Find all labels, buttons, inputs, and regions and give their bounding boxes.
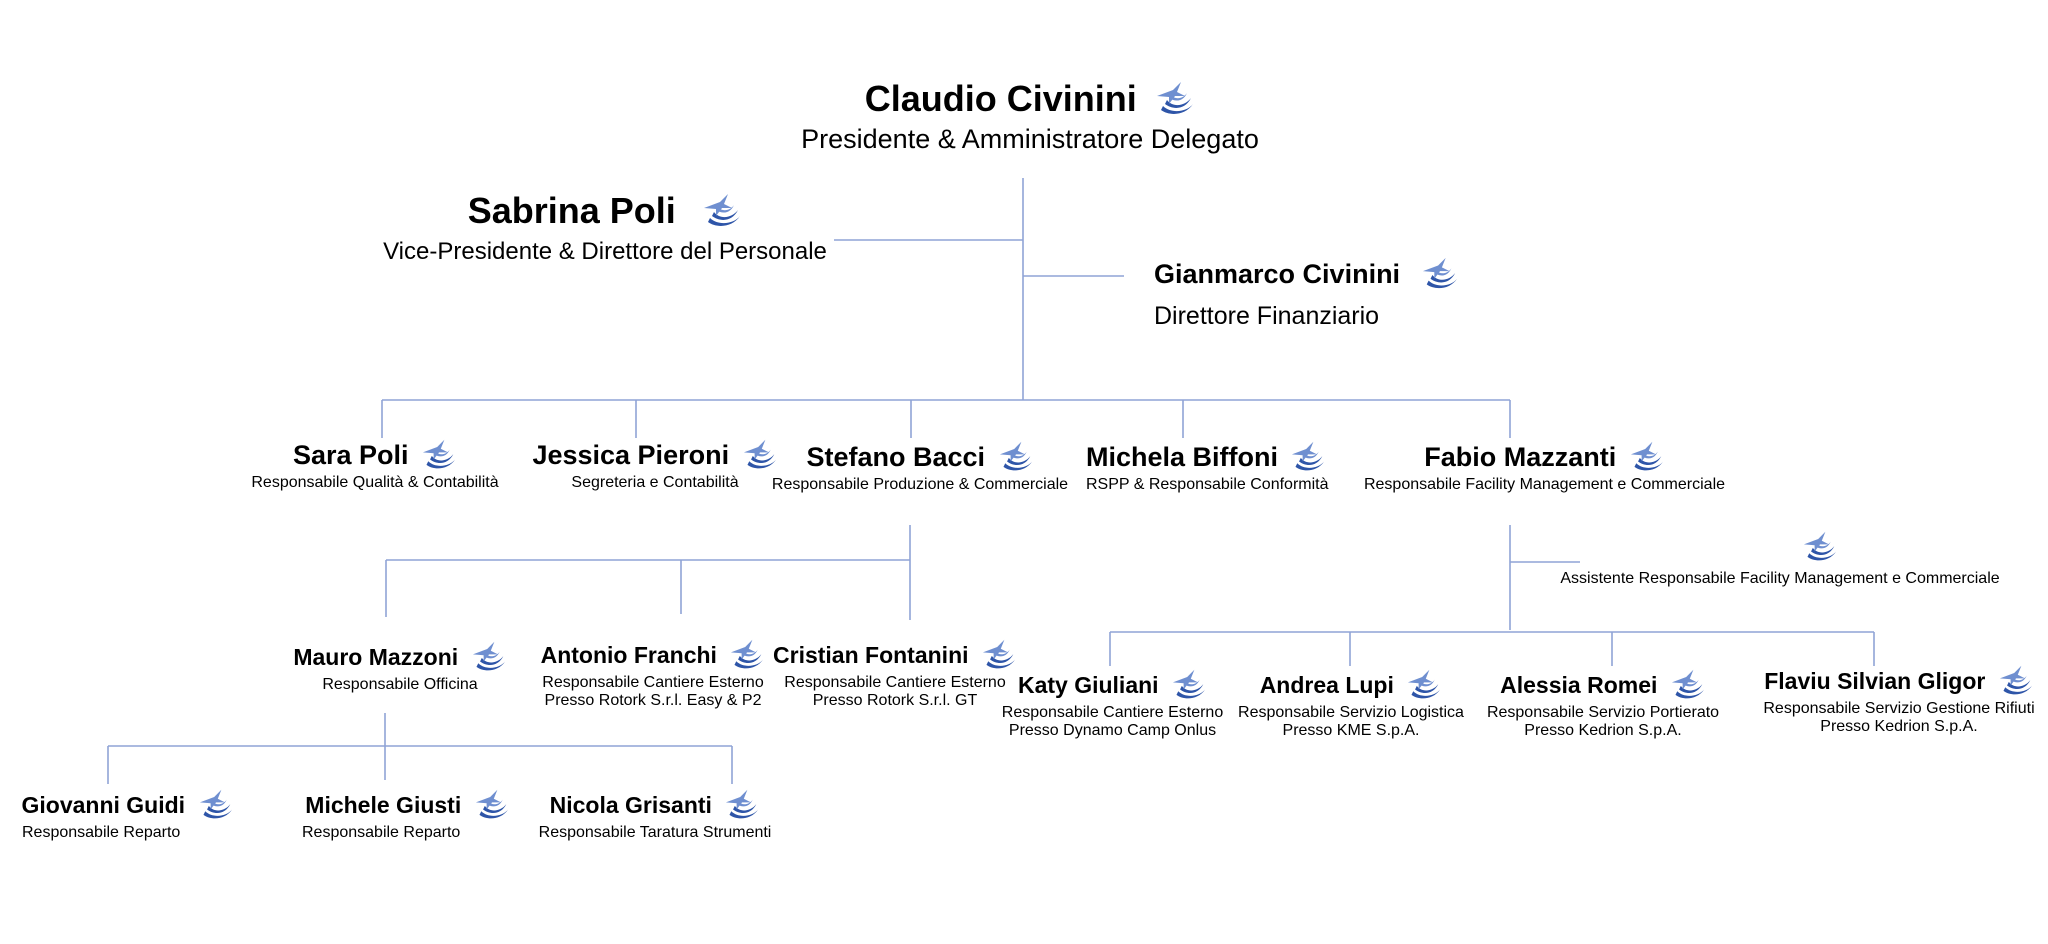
node-manager: Fabio Mazzanti Responsabile Facility Man… — [1362, 440, 1727, 494]
person-name: Antonio Franchi — [540, 641, 717, 668]
company-logo-icon — [471, 640, 507, 674]
node-workshop-member: Giovanni Guidi Responsabile Reparto — [10, 788, 245, 842]
company-logo-icon — [724, 788, 760, 822]
person-role: Direttore Finanziario — [1154, 302, 1380, 330]
person-name: Giovanni Guidi — [21, 791, 186, 818]
person-role: Presidente & Amministratore Delegato — [801, 124, 1259, 154]
person-role: Responsabile Reparto — [22, 824, 181, 841]
node-facility-member: Alessia Romei Responsabile Servizio Port… — [1478, 668, 1728, 740]
person-role-detail: Presso Dynamo Camp Onlus — [1008, 722, 1217, 739]
node-vp: Sabrina Poli Vice-Presidente & Direttore… — [370, 190, 840, 266]
company-logo-icon — [1998, 664, 2034, 698]
person-name: Jessica Pieroni — [532, 439, 730, 470]
person-role: Responsabile Servizio Portierato — [1486, 704, 1720, 721]
company-logo-icon — [474, 788, 510, 822]
company-logo-icon — [998, 440, 1034, 474]
node-production-member: Mauro Mazzoni Responsabile Officina — [270, 640, 530, 694]
person-name: Gianmarco Civinini — [1154, 258, 1401, 289]
node-manager: Sara Poli Responsabile Qualità & Contabi… — [240, 438, 510, 492]
person-role: Responsabile Officina — [322, 676, 478, 693]
person-role: Responsabile Produzione & Commerciale — [771, 476, 1069, 493]
person-role: Responsabile Servizio Logistica — [1238, 704, 1464, 721]
company-logo-icon — [1406, 668, 1442, 702]
company-logo-icon — [198, 788, 234, 822]
person-role: Responsabile Servizio Gestione Rifiuti — [1763, 700, 2035, 717]
company-logo-icon — [1629, 440, 1665, 474]
node-facility-member: Flaviu Silvian Gligor Responsabile Servi… — [1756, 664, 2042, 736]
person-role-detail: Presso Rotork S.r.l. Easy & P2 — [544, 692, 762, 709]
company-logo-icon — [1670, 668, 1706, 702]
node-workshop-member: Michele Giusti Responsabile Reparto — [290, 788, 525, 842]
person-role: Responsabile Cantiere Esterno — [784, 674, 1006, 691]
person-name: Cristian Fontanini — [773, 641, 969, 668]
person-role: Responsabile Taratura Strumenti — [538, 824, 772, 841]
person-role: Responsabile Cantiere Esterno — [1001, 704, 1224, 721]
person-role: RSPP & Responsabile Conformità — [1086, 476, 1329, 493]
person-name: Nicola Grisanti — [549, 791, 712, 818]
company-logo-icon — [1802, 530, 1838, 564]
node-manager: Jessica Pieroni Segreteria e Contabilità — [520, 438, 790, 492]
node-ceo: Claudio Civinini Presidente & Amministra… — [730, 78, 1330, 155]
person-name: Andrea Lupi — [1259, 671, 1394, 698]
person-role: Responsabile Reparto — [302, 824, 461, 841]
node-assistant: Assistente Responsabile Facility Managem… — [1560, 530, 2000, 588]
person-role: Responsabile Facility Management e Comme… — [1363, 476, 1726, 493]
node-manager: Stefano Bacci Responsabile Produzione & … — [760, 440, 1080, 494]
person-role: Responsabile Qualità & Contabilità — [251, 474, 499, 491]
node-production-member: Antonio Franchi Responsabile Cantiere Es… — [528, 638, 778, 710]
node-cfo: Gianmarco Civinini Direttore Finanziario — [1154, 256, 1484, 331]
person-name: Michele Giusti — [305, 791, 462, 818]
person-name: Sara Poli — [292, 439, 409, 470]
node-workshop-member: Nicola Grisanti Responsabile Taratura St… — [530, 788, 780, 842]
node-facility-member: Katy Giuliani Responsabile Cantiere Este… — [990, 668, 1235, 740]
node-manager: Michela Biffoni RSPP & Responsabile Conf… — [1086, 440, 1346, 494]
company-logo-icon — [1421, 256, 1459, 292]
person-name: Stefano Bacci — [806, 441, 986, 472]
person-name: Mauro Mazzoni — [293, 643, 459, 670]
person-name: Alessia Romei — [1500, 671, 1658, 698]
company-logo-icon — [729, 638, 765, 672]
company-logo-icon — [1155, 80, 1195, 118]
person-name: Fabio Mazzanti — [1424, 441, 1617, 472]
person-role-detail: Presso KME S.p.A. — [1282, 722, 1420, 739]
person-name: Claudio Civinini — [864, 78, 1137, 119]
person-role: Assistente Responsabile Facility Managem… — [1560, 570, 2000, 587]
company-logo-icon — [981, 638, 1017, 672]
node-facility-member: Andrea Lupi Responsabile Servizio Logist… — [1236, 668, 1466, 740]
person-name: Flaviu Silvian Gligor — [1764, 667, 1986, 694]
person-role: Responsabile Cantiere Esterno — [542, 674, 764, 691]
person-name: Katy Giuliani — [1017, 671, 1159, 698]
person-role-detail: Presso Kedrion S.p.A. — [1524, 722, 1682, 739]
company-logo-icon — [1290, 440, 1326, 474]
node-production-member: Cristian Fontanini Responsabile Cantiere… — [770, 638, 1020, 710]
company-logo-icon — [742, 438, 778, 472]
person-role: Vice-Presidente & Direttore del Personal… — [383, 238, 827, 265]
person-name: Sabrina Poli — [467, 190, 676, 231]
company-logo-icon — [421, 438, 457, 472]
person-name: Michela Biffoni — [1086, 441, 1279, 472]
person-role-detail: Presso Rotork S.r.l. GT — [812, 692, 978, 709]
company-logo-icon — [702, 192, 742, 230]
person-role-detail: Presso Kedrion S.p.A. — [1820, 718, 1978, 735]
company-logo-icon — [1171, 668, 1207, 702]
person-role: Segreteria e Contabilità — [571, 474, 739, 491]
